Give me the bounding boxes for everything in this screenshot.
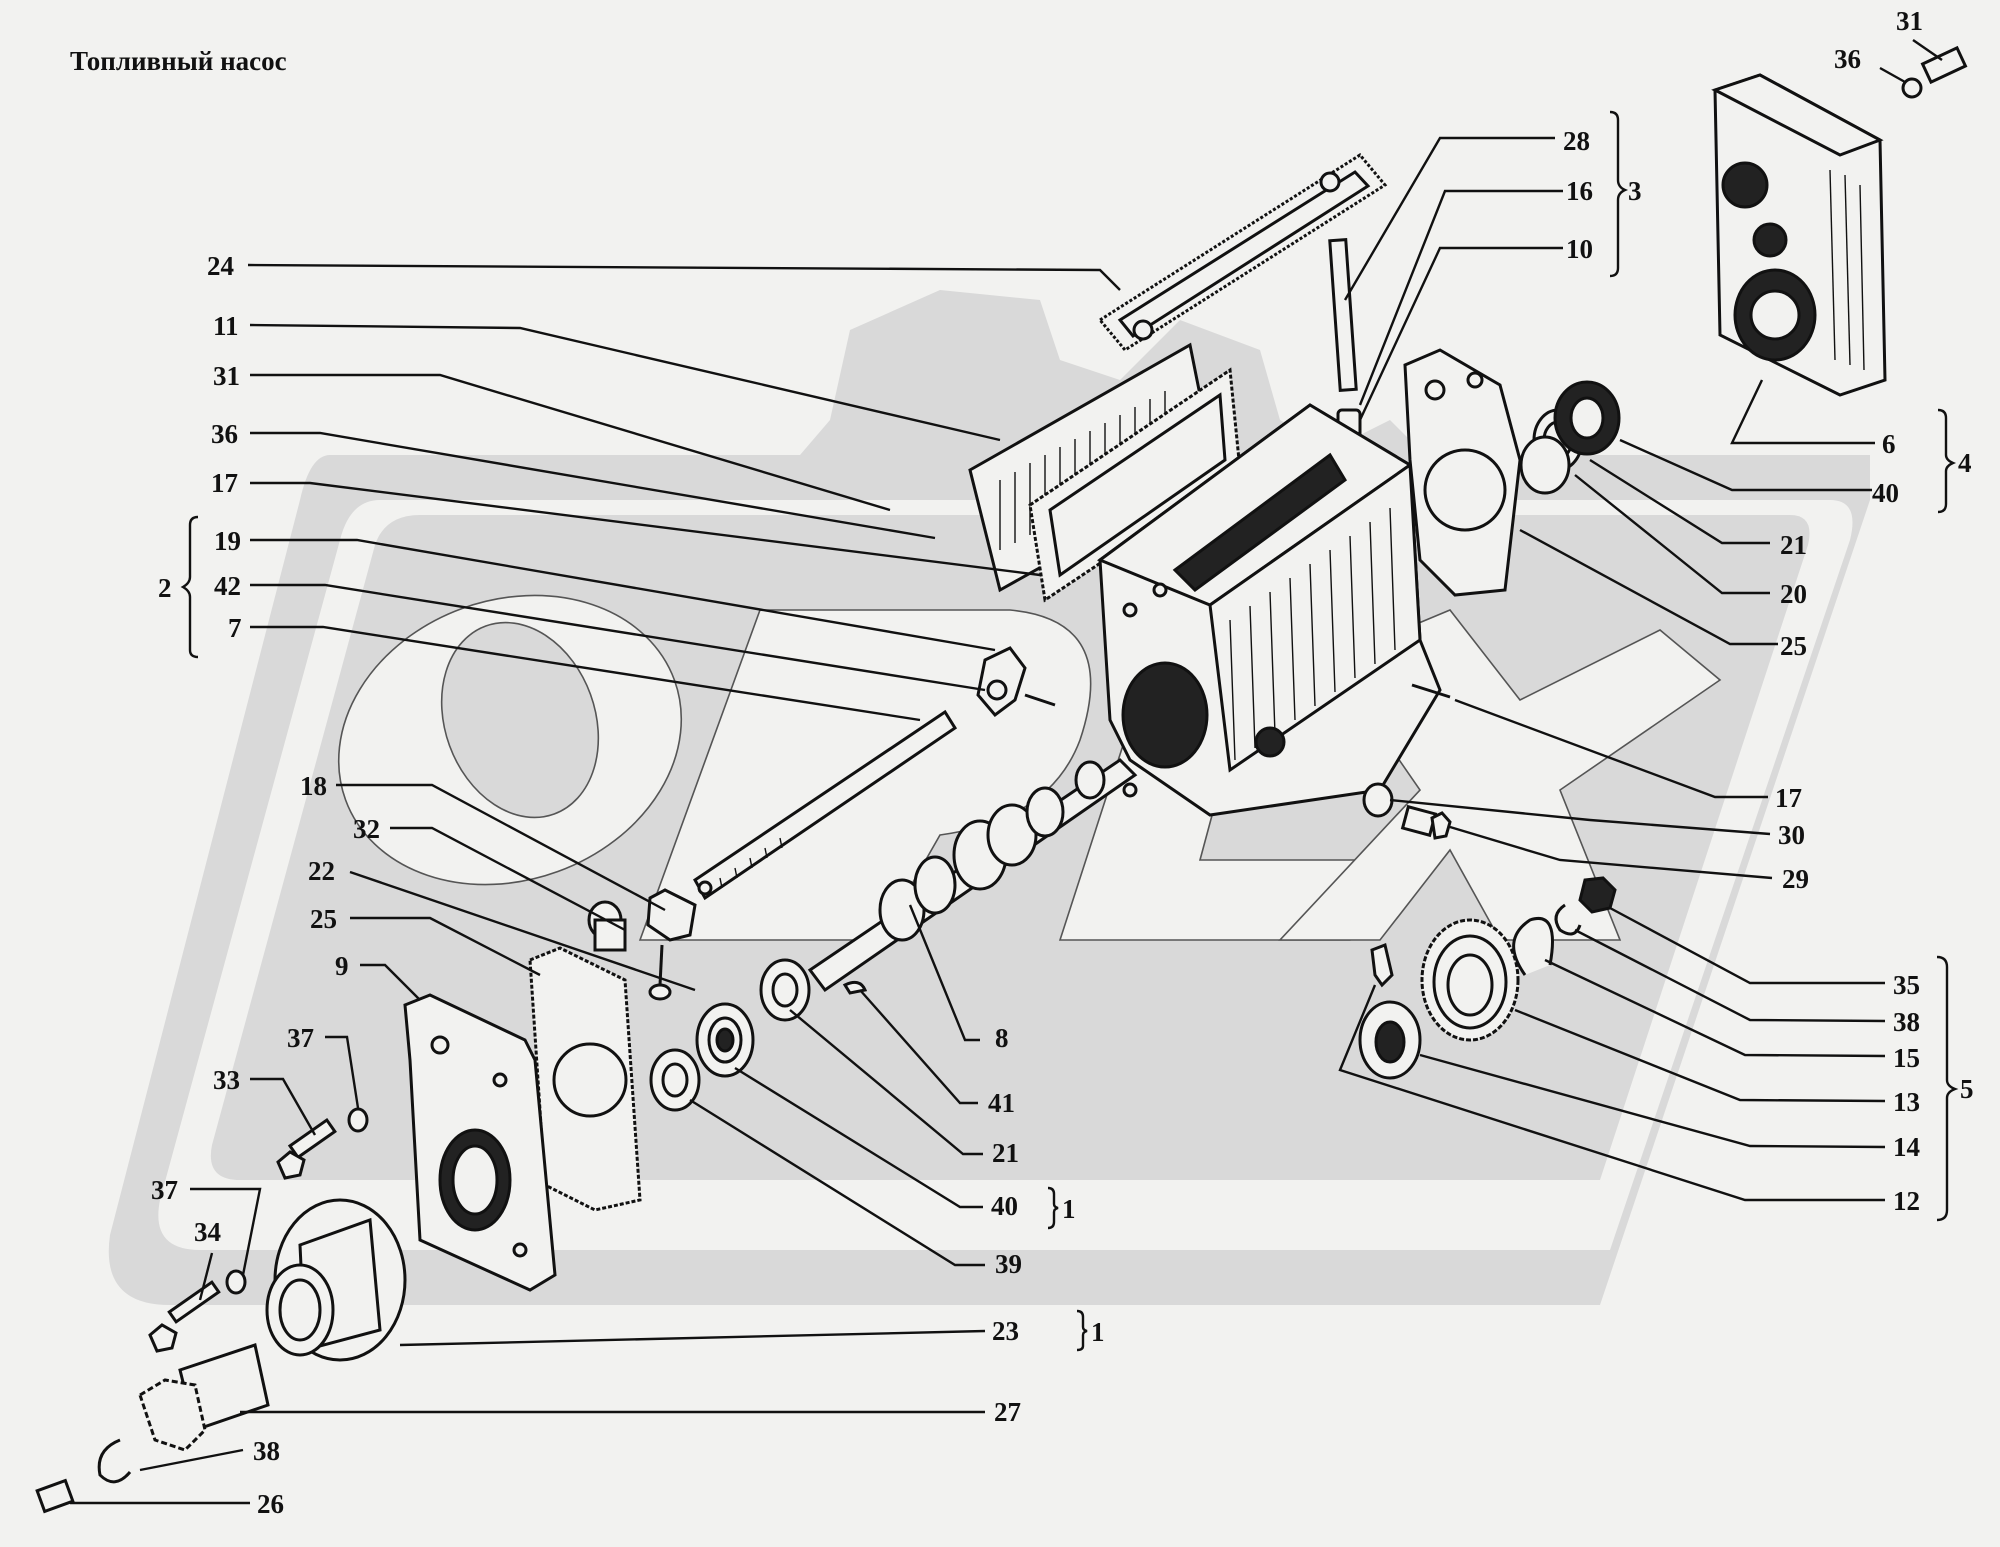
callout-8: 8: [995, 1023, 1009, 1053]
brace-group-2: [180, 515, 199, 659]
callout-40-right: 40: [1872, 478, 1899, 508]
part-bearing-right: [1519, 380, 1621, 495]
callout-27: 27: [994, 1397, 1021, 1427]
part-pump-housing: [1096, 403, 1442, 817]
callout-31-left: 31: [213, 361, 240, 391]
callout-38-right: 38: [1893, 1007, 1920, 1037]
part-washer-30: [1362, 782, 1394, 818]
part-washer-37a: [347, 1107, 369, 1133]
part-key-12: [1370, 942, 1394, 988]
callout-38-bottom: 38: [253, 1436, 280, 1466]
part-drive-hub-23: [265, 1198, 407, 1362]
part-side-gasket: [1028, 367, 1242, 603]
callout-29: 29: [1782, 864, 1809, 894]
callout-36-top: 36: [1834, 44, 1861, 74]
callout-24: 24: [207, 251, 234, 281]
callout-21-bottom: 21: [992, 1138, 1019, 1168]
callout-36-left: 36: [211, 419, 238, 449]
part-bolt-34: [148, 1280, 221, 1353]
part-bolt-top: [1901, 45, 1968, 99]
part-cover-gasket: [1097, 153, 1388, 352]
callout-7: 7: [228, 613, 242, 643]
part-nut-35: [1578, 876, 1617, 914]
group-label-3: 3: [1628, 176, 1642, 206]
parts: [35, 45, 1968, 1514]
callout-labels: 31 36 28 16 10 24 11 31 36 17 19 42 7 6 …: [151, 6, 1923, 1519]
brace-group-1b: [1076, 1309, 1088, 1352]
brace-group-4: [1937, 408, 1957, 514]
callout-9: 9: [335, 951, 349, 981]
callout-26: 26: [257, 1489, 284, 1519]
callout-10: 10: [1566, 234, 1593, 264]
part-bearing-40-bottom: [695, 1002, 755, 1078]
callout-37-a: 37: [287, 1023, 314, 1053]
group-labels: 3 2 4 5 1 1: [158, 176, 1974, 1347]
callout-37-b: 37: [151, 1175, 178, 1205]
callout-35: 35: [1893, 970, 1920, 1000]
callout-25-right: 25: [1780, 631, 1807, 661]
callout-21-right: 21: [1780, 530, 1807, 560]
part-rack: [693, 709, 958, 901]
callout-17-right: 17: [1775, 783, 1802, 813]
part-bracket-18: [646, 888, 697, 942]
part-washer-37b: [225, 1269, 247, 1295]
callout-33: 33: [213, 1065, 240, 1095]
part-washer-38b: [97, 1438, 132, 1484]
part-bolt-33: [276, 1117, 337, 1180]
part-plug-29: [1400, 804, 1452, 840]
part-seal-21-bottom: [759, 958, 811, 1022]
part-camshaft: [807, 758, 1138, 993]
callout-20: 20: [1780, 579, 1807, 609]
callout-34: 34: [194, 1217, 221, 1247]
callout-42: 42: [214, 571, 241, 601]
group-label-5: 5: [1960, 1074, 1974, 1104]
callout-12: 12: [1893, 1186, 1920, 1216]
callout-25-left: 25: [310, 904, 337, 934]
group-label-1a: 1: [1062, 1194, 1076, 1224]
callout-32: 32: [353, 814, 380, 844]
part-pin-42: [1024, 693, 1056, 707]
callout-39: 39: [995, 1249, 1022, 1279]
callout-16: 16: [1566, 176, 1593, 206]
group-label-2: 2: [158, 573, 172, 603]
brace-group-3: [1609, 110, 1629, 278]
part-gear-13: [1420, 918, 1520, 1042]
callout-18: 18: [300, 771, 327, 801]
callout-15: 15: [1893, 1043, 1920, 1073]
part-pin-right: [1411, 683, 1451, 699]
callout-14: 14: [1893, 1132, 1920, 1162]
callout-17-left: 17: [211, 468, 238, 498]
callout-23: 23: [992, 1316, 1019, 1346]
group-braces: [180, 110, 1959, 1352]
diagram-title: Топливный насос: [70, 46, 287, 76]
part-cuff-39: [649, 1048, 701, 1112]
callout-11: 11: [213, 311, 239, 341]
group-label-1b: 1: [1091, 1317, 1105, 1347]
part-hub-14: [1358, 1000, 1422, 1080]
part-drive-sleeve-27: [138, 1343, 270, 1452]
part-flange-gasket-right: [1403, 348, 1522, 597]
group-label-4: 4: [1958, 448, 1972, 478]
callout-22: 22: [308, 856, 335, 886]
brace-group-1a: [1047, 1186, 1059, 1230]
callout-28: 28: [1563, 126, 1590, 156]
callout-6: 6: [1882, 429, 1896, 459]
callout-31-top: 31: [1896, 6, 1923, 36]
callout-40-bottom: 40: [991, 1191, 1018, 1221]
part-lever: [976, 646, 1027, 718]
brace-group-5: [1936, 955, 1959, 1222]
callout-41: 41: [988, 1088, 1015, 1118]
leader-lines: [70, 39, 1943, 1505]
part-nut-26: [35, 1478, 75, 1514]
callout-19: 19: [214, 526, 241, 556]
part-front-flange: [403, 993, 557, 1292]
callout-30: 30: [1778, 820, 1805, 850]
part-rear-cover: [1711, 73, 1887, 397]
callout-13: 13: [1893, 1087, 1920, 1117]
